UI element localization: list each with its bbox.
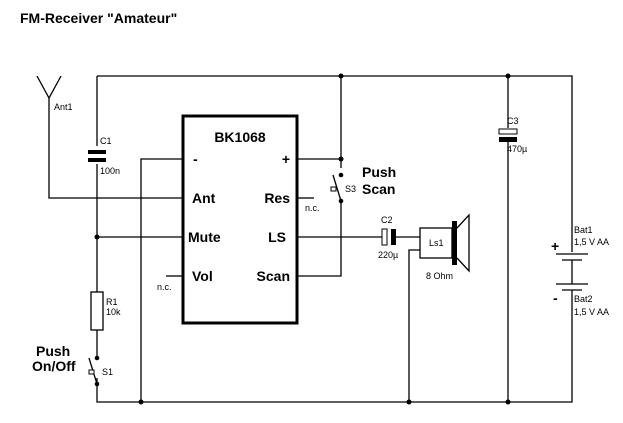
c1-value: 100n bbox=[100, 166, 120, 176]
r1-value: 10k bbox=[106, 307, 121, 317]
junction-dot bbox=[406, 399, 412, 405]
nc-label-vol: n.c. bbox=[157, 282, 172, 292]
ic-pin-plus: + bbox=[282, 151, 290, 167]
junction-dot bbox=[138, 399, 144, 405]
diagram-title: FM-Receiver "Amateur" bbox=[20, 10, 178, 26]
ic-pin-ant: Ant bbox=[192, 190, 216, 206]
c2-ref: C2 bbox=[381, 215, 393, 225]
junction-dot bbox=[505, 73, 511, 79]
bat1-value: 1,5 V AA bbox=[574, 237, 609, 247]
c3-value: 470µ bbox=[507, 144, 527, 154]
ic-pin-vol: Vol bbox=[192, 268, 213, 284]
wires bbox=[48, 75, 573, 403]
bat1-ref: Bat1 bbox=[574, 225, 593, 235]
capacitor-c3: C3 470µ bbox=[498, 116, 527, 154]
s1-label-line1: Push bbox=[36, 343, 70, 359]
ic-pin-scan: Scan bbox=[257, 268, 290, 284]
capacitor-c1: C1 100n bbox=[88, 136, 120, 176]
bat2-value: 1,5 V AA bbox=[574, 307, 609, 317]
ic-pin-ls: LS bbox=[268, 229, 286, 245]
switch-s1: S1 Push On/Off bbox=[32, 343, 113, 387]
junction-dot bbox=[338, 156, 344, 162]
resistor-r1: R1 10k bbox=[90, 291, 121, 331]
switch-s3: S3 Push Scan bbox=[330, 164, 396, 204]
ic-pin-minus: - bbox=[193, 151, 198, 167]
c3-ref: C3 bbox=[507, 116, 519, 126]
junctions bbox=[94, 73, 511, 405]
antenna-symbol: Ant1 bbox=[36, 75, 73, 112]
r1-ref: R1 bbox=[106, 297, 118, 307]
c1-ref: C1 bbox=[100, 136, 112, 146]
ic-bk1068: BK1068 - Ant Mute Vol + Res LS Scan bbox=[181, 114, 299, 325]
s3-ref: S3 bbox=[345, 184, 356, 194]
battery-plus: + bbox=[551, 238, 559, 254]
battery-minus: - bbox=[553, 290, 558, 306]
ic-pin-mute: Mute bbox=[188, 229, 221, 245]
speaker-ls1: Ls1 8 Ohm bbox=[419, 213, 470, 281]
ic-name: BK1068 bbox=[214, 129, 266, 145]
ls1-ref: Ls1 bbox=[429, 238, 444, 248]
s1-ref: S1 bbox=[102, 367, 113, 377]
junction-dot bbox=[338, 73, 344, 79]
s1-label-line2: On/Off bbox=[32, 358, 76, 374]
ant1-ref: Ant1 bbox=[54, 102, 73, 112]
junction-dot bbox=[505, 399, 511, 405]
ic-pin-res: Res bbox=[264, 190, 290, 206]
s3-label-line2: Scan bbox=[362, 181, 395, 197]
junction-dot bbox=[94, 234, 100, 240]
s3-label-line1: Push bbox=[362, 164, 396, 180]
ls1-value: 8 Ohm bbox=[426, 271, 453, 281]
c2-value: 220µ bbox=[378, 250, 398, 260]
bat2-ref: Bat2 bbox=[574, 294, 593, 304]
capacitor-c2: C2 220µ bbox=[378, 215, 398, 260]
battery-stack: + - Bat1 1,5 V AA Bat2 1,5 V AA bbox=[551, 225, 609, 317]
nc-label-res: n.c. bbox=[305, 203, 320, 213]
